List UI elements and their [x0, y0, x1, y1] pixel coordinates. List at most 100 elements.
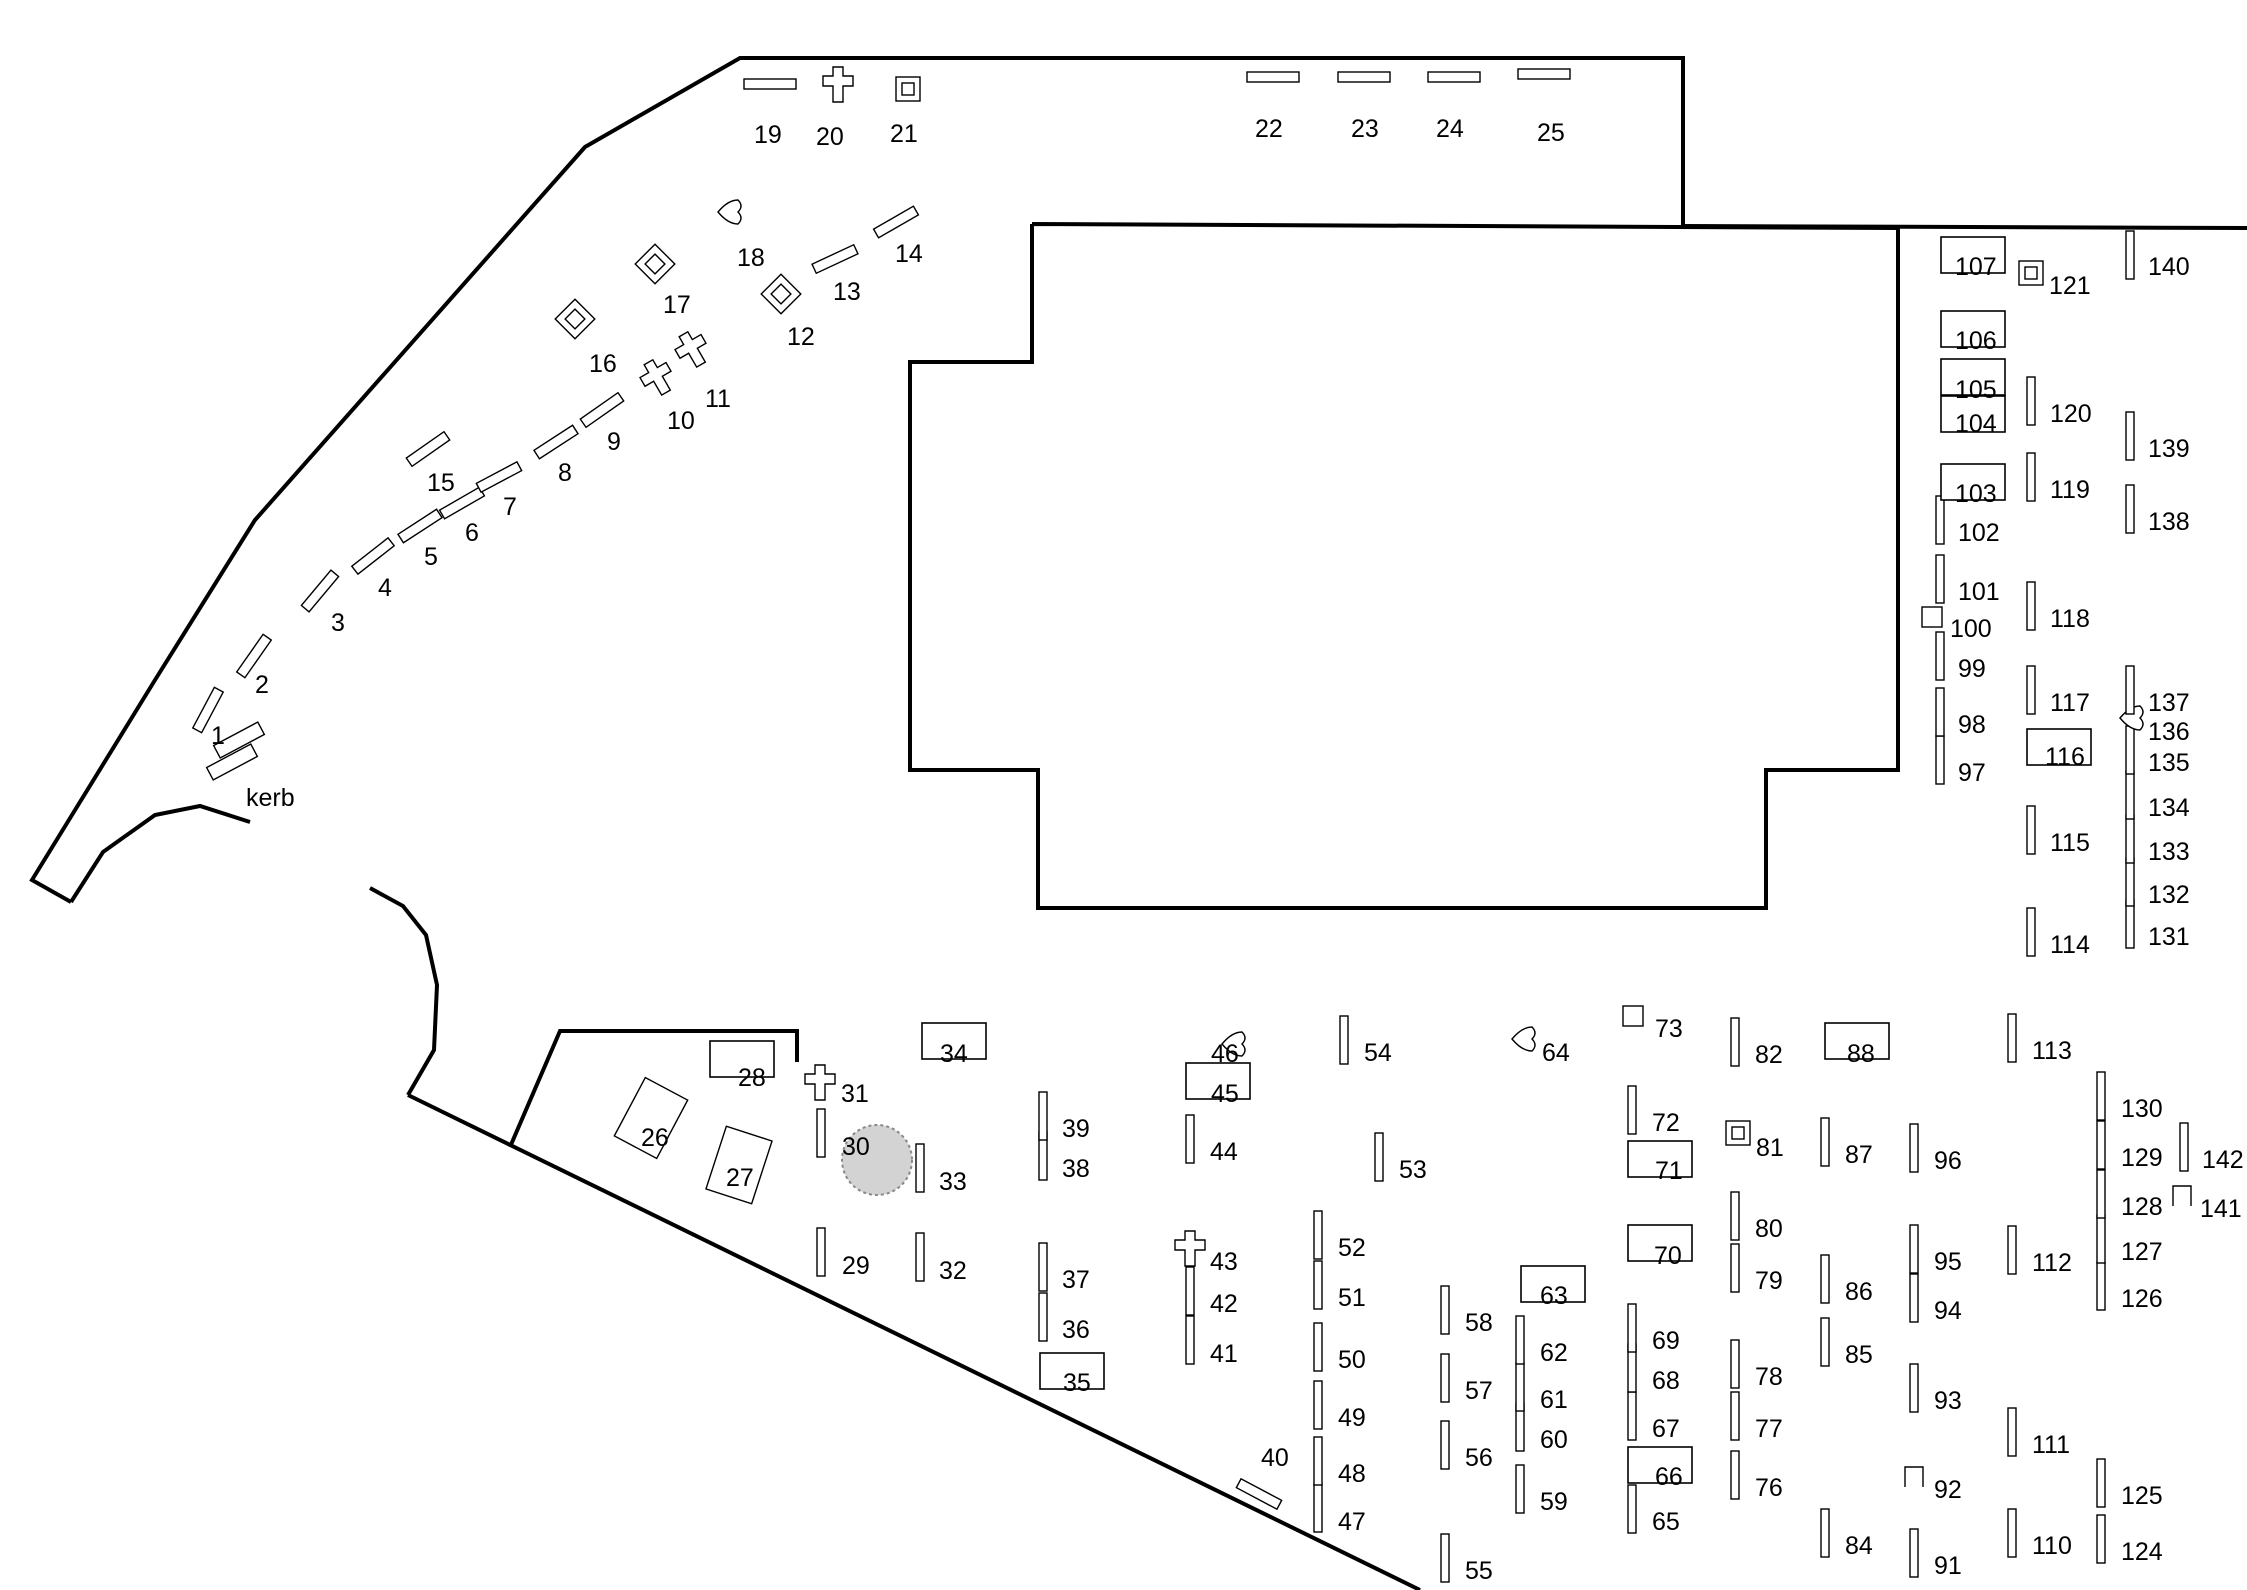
plot-marker-54[interactable] [1339, 1015, 1349, 1065]
plot-marker-141[interactable] [2172, 1185, 2192, 1206]
plot-marker-4[interactable] [350, 536, 396, 576]
plot-marker-56[interactable] [1440, 1420, 1450, 1470]
plot-marker-85[interactable] [1820, 1317, 1830, 1367]
plot-marker-2[interactable] [235, 633, 273, 679]
plot-marker-88[interactable] [1824, 1022, 1890, 1060]
plot-marker-139[interactable] [2125, 411, 2135, 461]
plot-marker-121[interactable] [2018, 260, 2044, 286]
plot-marker-37[interactable] [1038, 1242, 1048, 1292]
plot-marker-15[interactable] [405, 430, 451, 468]
plot-marker-39[interactable] [1038, 1091, 1048, 1141]
plot-marker-65[interactable] [1627, 1484, 1637, 1534]
plot-marker-31[interactable] [804, 1064, 836, 1101]
plot-marker-79[interactable] [1730, 1243, 1740, 1293]
plot-marker-78[interactable] [1730, 1339, 1740, 1389]
plot-marker-19[interactable] [743, 78, 797, 90]
plot-marker-67[interactable] [1627, 1391, 1637, 1441]
plot-marker-34[interactable] [921, 1022, 987, 1060]
plot-marker-43[interactable] [1174, 1230, 1206, 1267]
plot-marker-58[interactable] [1440, 1285, 1450, 1335]
plot-marker-103[interactable] [1940, 463, 2006, 501]
plot-marker-129[interactable] [2096, 1120, 2106, 1170]
plot-marker-130[interactable] [2096, 1071, 2106, 1121]
plot-marker-71[interactable] [1627, 1140, 1693, 1178]
plot-marker-116[interactable] [2026, 728, 2092, 766]
plot-marker-24[interactable] [1427, 71, 1481, 83]
plot-marker-36[interactable] [1038, 1292, 1048, 1342]
plot-marker-107[interactable] [1940, 236, 2006, 274]
plot-marker-9[interactable] [579, 391, 625, 429]
plot-marker-113[interactable] [2007, 1013, 2017, 1063]
plot-marker-115[interactable] [2026, 805, 2036, 855]
plot-marker-97[interactable] [1935, 735, 1945, 785]
plot-marker-84[interactable] [1820, 1508, 1830, 1558]
plot-marker-70[interactable] [1627, 1224, 1693, 1262]
plot-marker-72[interactable] [1627, 1085, 1637, 1135]
plot-marker-32[interactable] [915, 1232, 925, 1282]
plot-marker-23[interactable] [1337, 71, 1391, 83]
plot-marker-50[interactable] [1313, 1322, 1323, 1372]
plot-marker-87[interactable] [1820, 1117, 1830, 1167]
plot-marker-11[interactable] [671, 327, 714, 372]
plot-marker-66[interactable] [1627, 1446, 1693, 1484]
plot-marker-94[interactable] [1909, 1273, 1919, 1323]
plot-marker-5[interactable] [397, 508, 443, 544]
plot-marker-92[interactable] [1904, 1466, 1924, 1487]
plot-marker-135[interactable] [2125, 725, 2135, 775]
plot-marker-27[interactable] [705, 1125, 773, 1205]
plot-marker-133[interactable] [2125, 814, 2135, 864]
plot-marker-73[interactable] [1622, 1005, 1644, 1027]
plot-marker-114[interactable] [2026, 907, 2036, 957]
plot-marker-126[interactable] [2096, 1261, 2106, 1311]
plot-marker-28[interactable] [709, 1040, 775, 1078]
plot-marker-69[interactable] [1627, 1303, 1637, 1353]
plot-marker-49[interactable] [1313, 1380, 1323, 1430]
plot-marker-124[interactable] [2096, 1514, 2106, 1564]
plot-marker-29[interactable] [816, 1227, 826, 1277]
plot-marker-46[interactable] [1221, 1031, 1246, 1057]
plot-marker-18[interactable] [717, 199, 742, 225]
plot-marker-62[interactable] [1515, 1315, 1525, 1365]
plot-marker-80[interactable] [1730, 1191, 1740, 1241]
plot-marker-106[interactable] [1940, 310, 2006, 348]
plot-marker-81[interactable] [1725, 1120, 1751, 1146]
plot-marker-61[interactable] [1515, 1362, 1525, 1412]
plot-marker-120[interactable] [2026, 376, 2036, 426]
plot-marker-30[interactable] [816, 1108, 826, 1158]
plot-marker-137[interactable] [2125, 665, 2135, 715]
plot-marker-40[interactable] [1235, 1477, 1283, 1511]
plot-marker-140[interactable] [2125, 230, 2135, 280]
plot-marker-63[interactable] [1520, 1265, 1586, 1303]
plot-marker-98[interactable] [1935, 687, 1945, 737]
plot-marker-77[interactable] [1730, 1391, 1740, 1441]
plot-marker-3[interactable] [300, 569, 340, 613]
plot-marker-86[interactable] [1820, 1254, 1830, 1304]
plot-marker-47[interactable] [1313, 1483, 1323, 1533]
plot-marker-33[interactable] [915, 1143, 925, 1193]
plot-marker-57[interactable] [1440, 1353, 1450, 1403]
plot-marker-22[interactable] [1246, 71, 1300, 83]
plot-marker-16[interactable] [554, 298, 596, 340]
plot-marker-64[interactable] [1511, 1026, 1536, 1052]
plot-marker-51[interactable] [1313, 1260, 1323, 1310]
plot-marker-132[interactable] [2125, 857, 2135, 907]
plot-marker-100[interactable] [1921, 606, 1943, 628]
plot-marker-59[interactable] [1515, 1464, 1525, 1514]
plot-marker-26[interactable] [613, 1076, 689, 1160]
plot-marker-1[interactable] [191, 686, 225, 734]
plot-marker-111[interactable] [2007, 1407, 2017, 1457]
plot-marker-12[interactable] [760, 273, 802, 315]
plot-marker-42[interactable] [1185, 1266, 1195, 1316]
plot-marker-99[interactable] [1935, 631, 1945, 681]
plot-marker-112[interactable] [2007, 1225, 2017, 1275]
plot-marker-14[interactable] [872, 205, 920, 239]
plot-marker-127[interactable] [2096, 1214, 2106, 1264]
plot-marker-41[interactable] [1185, 1315, 1195, 1365]
plot-marker-53[interactable] [1374, 1132, 1384, 1182]
plot-marker-45[interactable] [1185, 1062, 1251, 1100]
plot-marker-55[interactable] [1440, 1533, 1450, 1583]
plot-marker-17[interactable] [634, 243, 676, 285]
plot-marker-125[interactable] [2096, 1458, 2106, 1508]
plot-marker-118[interactable] [2026, 581, 2036, 631]
plot-marker-52[interactable] [1313, 1210, 1323, 1260]
